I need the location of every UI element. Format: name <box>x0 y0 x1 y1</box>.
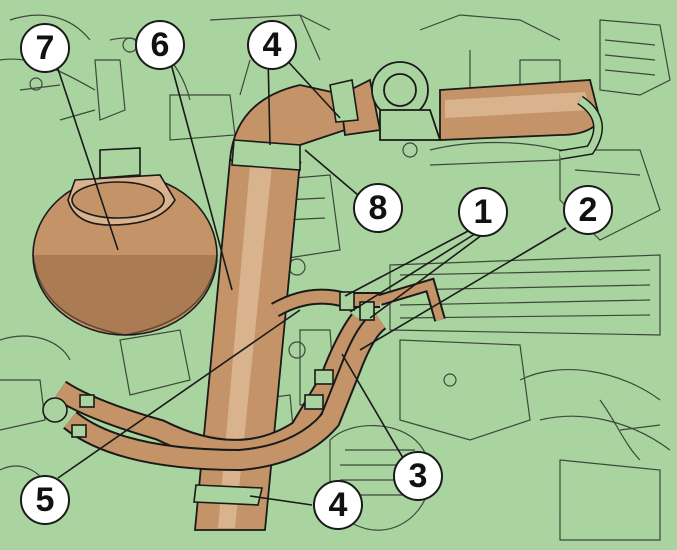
callout-1: 1 <box>458 187 508 237</box>
engine-background-details <box>0 14 671 541</box>
leader-4b <box>249 495 313 506</box>
leader-2 <box>359 227 567 351</box>
callout-2: 2 <box>563 185 613 235</box>
leader-4a-left <box>267 54 271 146</box>
leader-4a-right <box>281 54 341 119</box>
callout-7: 7 <box>20 23 70 73</box>
callout-3: 3 <box>393 451 443 501</box>
callout-5: 5 <box>20 475 70 525</box>
callout-4-bottom: 4 <box>313 480 363 530</box>
reservoir-tank <box>32 147 218 336</box>
air-duct <box>439 79 603 160</box>
leader-7 <box>54 59 119 251</box>
hose-clamps <box>42 79 375 506</box>
leader-1c <box>369 231 487 319</box>
callout-4-top: 4 <box>247 20 297 70</box>
leader-6 <box>169 59 233 291</box>
callout-6: 6 <box>135 20 185 70</box>
callout-8: 8 <box>353 183 403 233</box>
leader-3 <box>341 353 404 459</box>
leader-5 <box>57 309 301 479</box>
leader-8 <box>304 149 359 196</box>
callout-leader-lines <box>54 54 567 506</box>
leader-1a <box>344 229 471 297</box>
leader-1b <box>349 231 479 313</box>
